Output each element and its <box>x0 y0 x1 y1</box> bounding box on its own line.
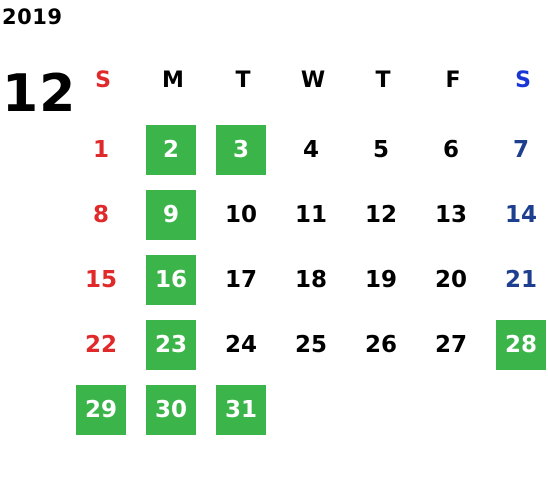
weekday-thursday: T <box>375 68 391 93</box>
day-cell[interactable]: 26 <box>348 315 418 380</box>
day-number-highlighted: 3 <box>216 125 266 175</box>
day-number: 7 <box>512 137 529 163</box>
day-number: 11 <box>294 202 327 228</box>
day-cell[interactable]: 16 <box>138 250 208 315</box>
day-cell[interactable]: 23 <box>138 315 208 380</box>
day-cell[interactable]: 20 <box>418 250 488 315</box>
day-number-highlighted: 30 <box>146 385 196 435</box>
weekday-tuesday: T <box>235 68 251 93</box>
day-number: 20 <box>434 267 467 293</box>
day-cell[interactable]: 21 <box>488 250 548 315</box>
day-cell[interactable]: 1 <box>68 120 138 185</box>
day-number: 22 <box>84 332 117 358</box>
day-number: 27 <box>434 332 467 358</box>
weekday-friday: F <box>445 68 461 93</box>
day-number-highlighted: 31 <box>216 385 266 435</box>
day-number-highlighted: 23 <box>146 320 196 370</box>
day-cell[interactable]: 4 <box>278 120 348 185</box>
day-cell[interactable]: 18 <box>278 250 348 315</box>
weekday-sunday: S <box>95 68 111 93</box>
day-number-highlighted: 28 <box>496 320 546 370</box>
day-number: 25 <box>294 332 327 358</box>
day-cell[interactable]: 7 <box>488 120 548 185</box>
day-cell[interactable]: 25 <box>278 315 348 380</box>
day-number: 15 <box>84 267 117 293</box>
day-cell[interactable]: 29 <box>68 380 138 445</box>
day-number: 18 <box>294 267 327 293</box>
day-number: 4 <box>302 137 319 163</box>
day-number: 10 <box>224 202 257 228</box>
day-cell[interactable]: 12 <box>348 185 418 250</box>
day-number-highlighted: 16 <box>146 255 196 305</box>
day-cell[interactable]: 27 <box>418 315 488 380</box>
day-number: 13 <box>434 202 467 228</box>
day-number: 19 <box>364 267 397 293</box>
day-number: 21 <box>504 267 537 293</box>
day-cell[interactable]: 6 <box>418 120 488 185</box>
day-cell[interactable]: 11 <box>278 185 348 250</box>
day-number: 26 <box>364 332 397 358</box>
day-cell[interactable]: 13 <box>418 185 488 250</box>
day-number: 14 <box>504 202 537 228</box>
day-number-highlighted: 9 <box>146 190 196 240</box>
day-number: 17 <box>224 267 257 293</box>
day-number: 1 <box>92 137 109 163</box>
day-cell[interactable]: 14 <box>488 185 548 250</box>
day-number: 8 <box>92 202 109 228</box>
weekday-monday: M <box>162 68 184 93</box>
day-cell[interactable]: 24 <box>208 315 278 380</box>
day-number: 6 <box>442 137 459 163</box>
month-number: 12 <box>2 64 77 124</box>
day-number: 24 <box>224 332 257 358</box>
day-cell[interactable]: 9 <box>138 185 208 250</box>
day-cell[interactable]: 2 <box>138 120 208 185</box>
day-number-highlighted: 29 <box>76 385 126 435</box>
day-cell[interactable]: 8 <box>68 185 138 250</box>
day-cell[interactable]: 31 <box>208 380 278 445</box>
year-label: 2019 <box>2 5 63 29</box>
day-cell[interactable]: 19 <box>348 250 418 315</box>
day-cell[interactable]: 22 <box>68 315 138 380</box>
day-cell[interactable]: 10 <box>208 185 278 250</box>
day-number: 5 <box>372 137 389 163</box>
day-cell[interactable]: 28 <box>488 315 548 380</box>
weekday-saturday: S <box>515 68 531 93</box>
day-cell[interactable]: 17 <box>208 250 278 315</box>
day-cell[interactable]: 5 <box>348 120 418 185</box>
day-cell[interactable]: 3 <box>208 120 278 185</box>
day-cell[interactable]: 30 <box>138 380 208 445</box>
day-number-highlighted: 2 <box>146 125 196 175</box>
weekday-wednesday: W <box>300 68 326 93</box>
day-cell[interactable]: 15 <box>68 250 138 315</box>
day-number: 12 <box>364 202 397 228</box>
